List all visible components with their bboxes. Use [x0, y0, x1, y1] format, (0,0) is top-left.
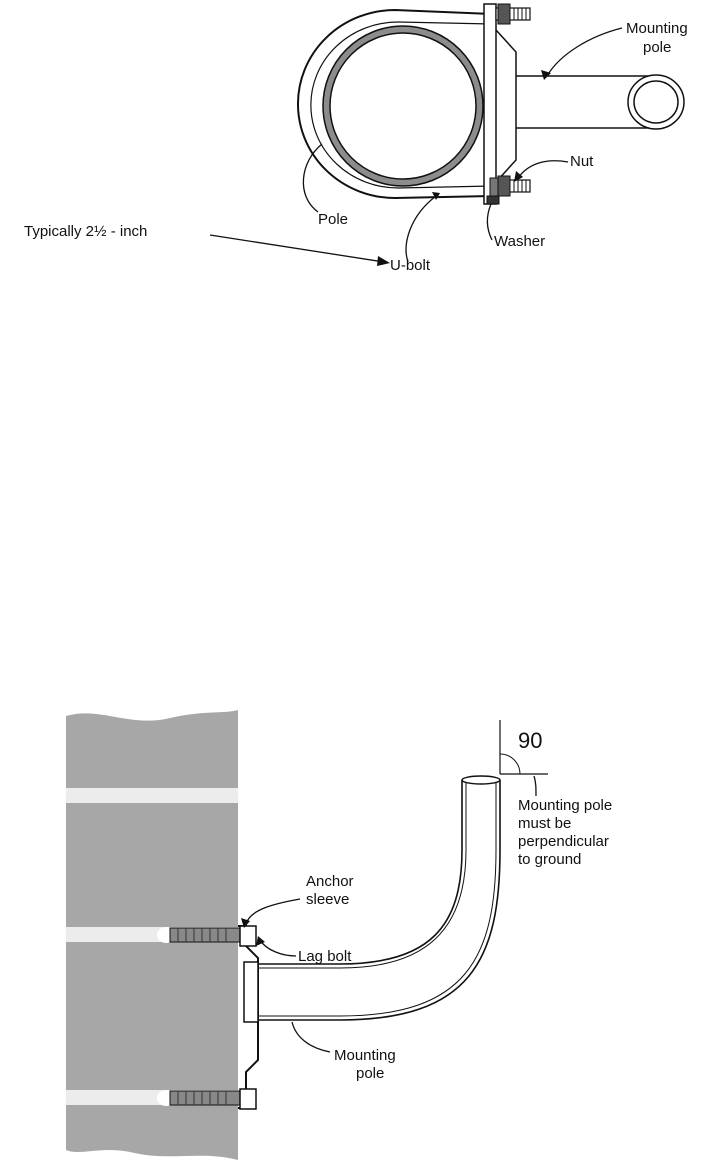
mounting-pole-leader — [292, 1022, 330, 1052]
lag-bolt-leader — [260, 940, 296, 956]
angle-label: 90 — [518, 728, 542, 753]
lag-bolt-label: Lag bolt — [298, 948, 352, 965]
anchor-sleeve-label-line2: sleeve — [306, 891, 349, 908]
perpendicular-note-line2: must be — [518, 815, 571, 832]
mounting-pole — [244, 776, 500, 1022]
size-label: Typically 2½ - inch — [24, 223, 147, 240]
perpendicular-note-line1: Mounting pole — [518, 797, 612, 814]
perpendicular-note-line3: perpendicular — [518, 833, 609, 850]
nut — [498, 4, 510, 196]
nut-leader — [518, 161, 568, 178]
u-bolt-leader — [406, 196, 436, 262]
u-bolt-label: U-bolt — [390, 257, 431, 274]
mortar-joint — [66, 788, 238, 803]
washer-leader — [487, 204, 492, 240]
mounting-pole-label-line1: Mounting — [334, 1047, 396, 1064]
mounting-pole-pipe — [516, 75, 684, 129]
lag-bolt-head — [240, 926, 256, 946]
size-leader — [210, 235, 384, 262]
lag-bolt-head — [240, 1089, 256, 1109]
nut-label: Nut — [570, 153, 594, 170]
mounting-pole-label-line2: pole — [643, 39, 671, 56]
wall-mount-diagram: 90 Mounting pole must be perpendicular t… — [0, 700, 721, 1165]
perpendicular-note-line4: to ground — [518, 851, 581, 868]
mounting-pole-label-line1: Mounting — [626, 20, 688, 37]
anchor-sleeve-lower — [157, 1090, 240, 1106]
pole-leader — [303, 144, 322, 212]
anchor-sleeve-label-line1: Anchor — [306, 873, 354, 890]
u-bolt-clamp-diagram: Mounting pole Nut Pole Washer Typically … — [0, 0, 721, 290]
pole-cross-section — [323, 26, 483, 186]
anchor-sleeve-leader — [246, 899, 300, 924]
bracket-plate — [484, 4, 516, 204]
perpendicular-leader — [534, 776, 536, 796]
mounting-pole-leader — [547, 28, 622, 76]
mounting-pole-label-line2: pole — [356, 1065, 384, 1082]
pole-label: Pole — [318, 211, 348, 228]
anchor-sleeve-upper — [157, 927, 240, 943]
washer-label: Washer — [494, 233, 545, 250]
